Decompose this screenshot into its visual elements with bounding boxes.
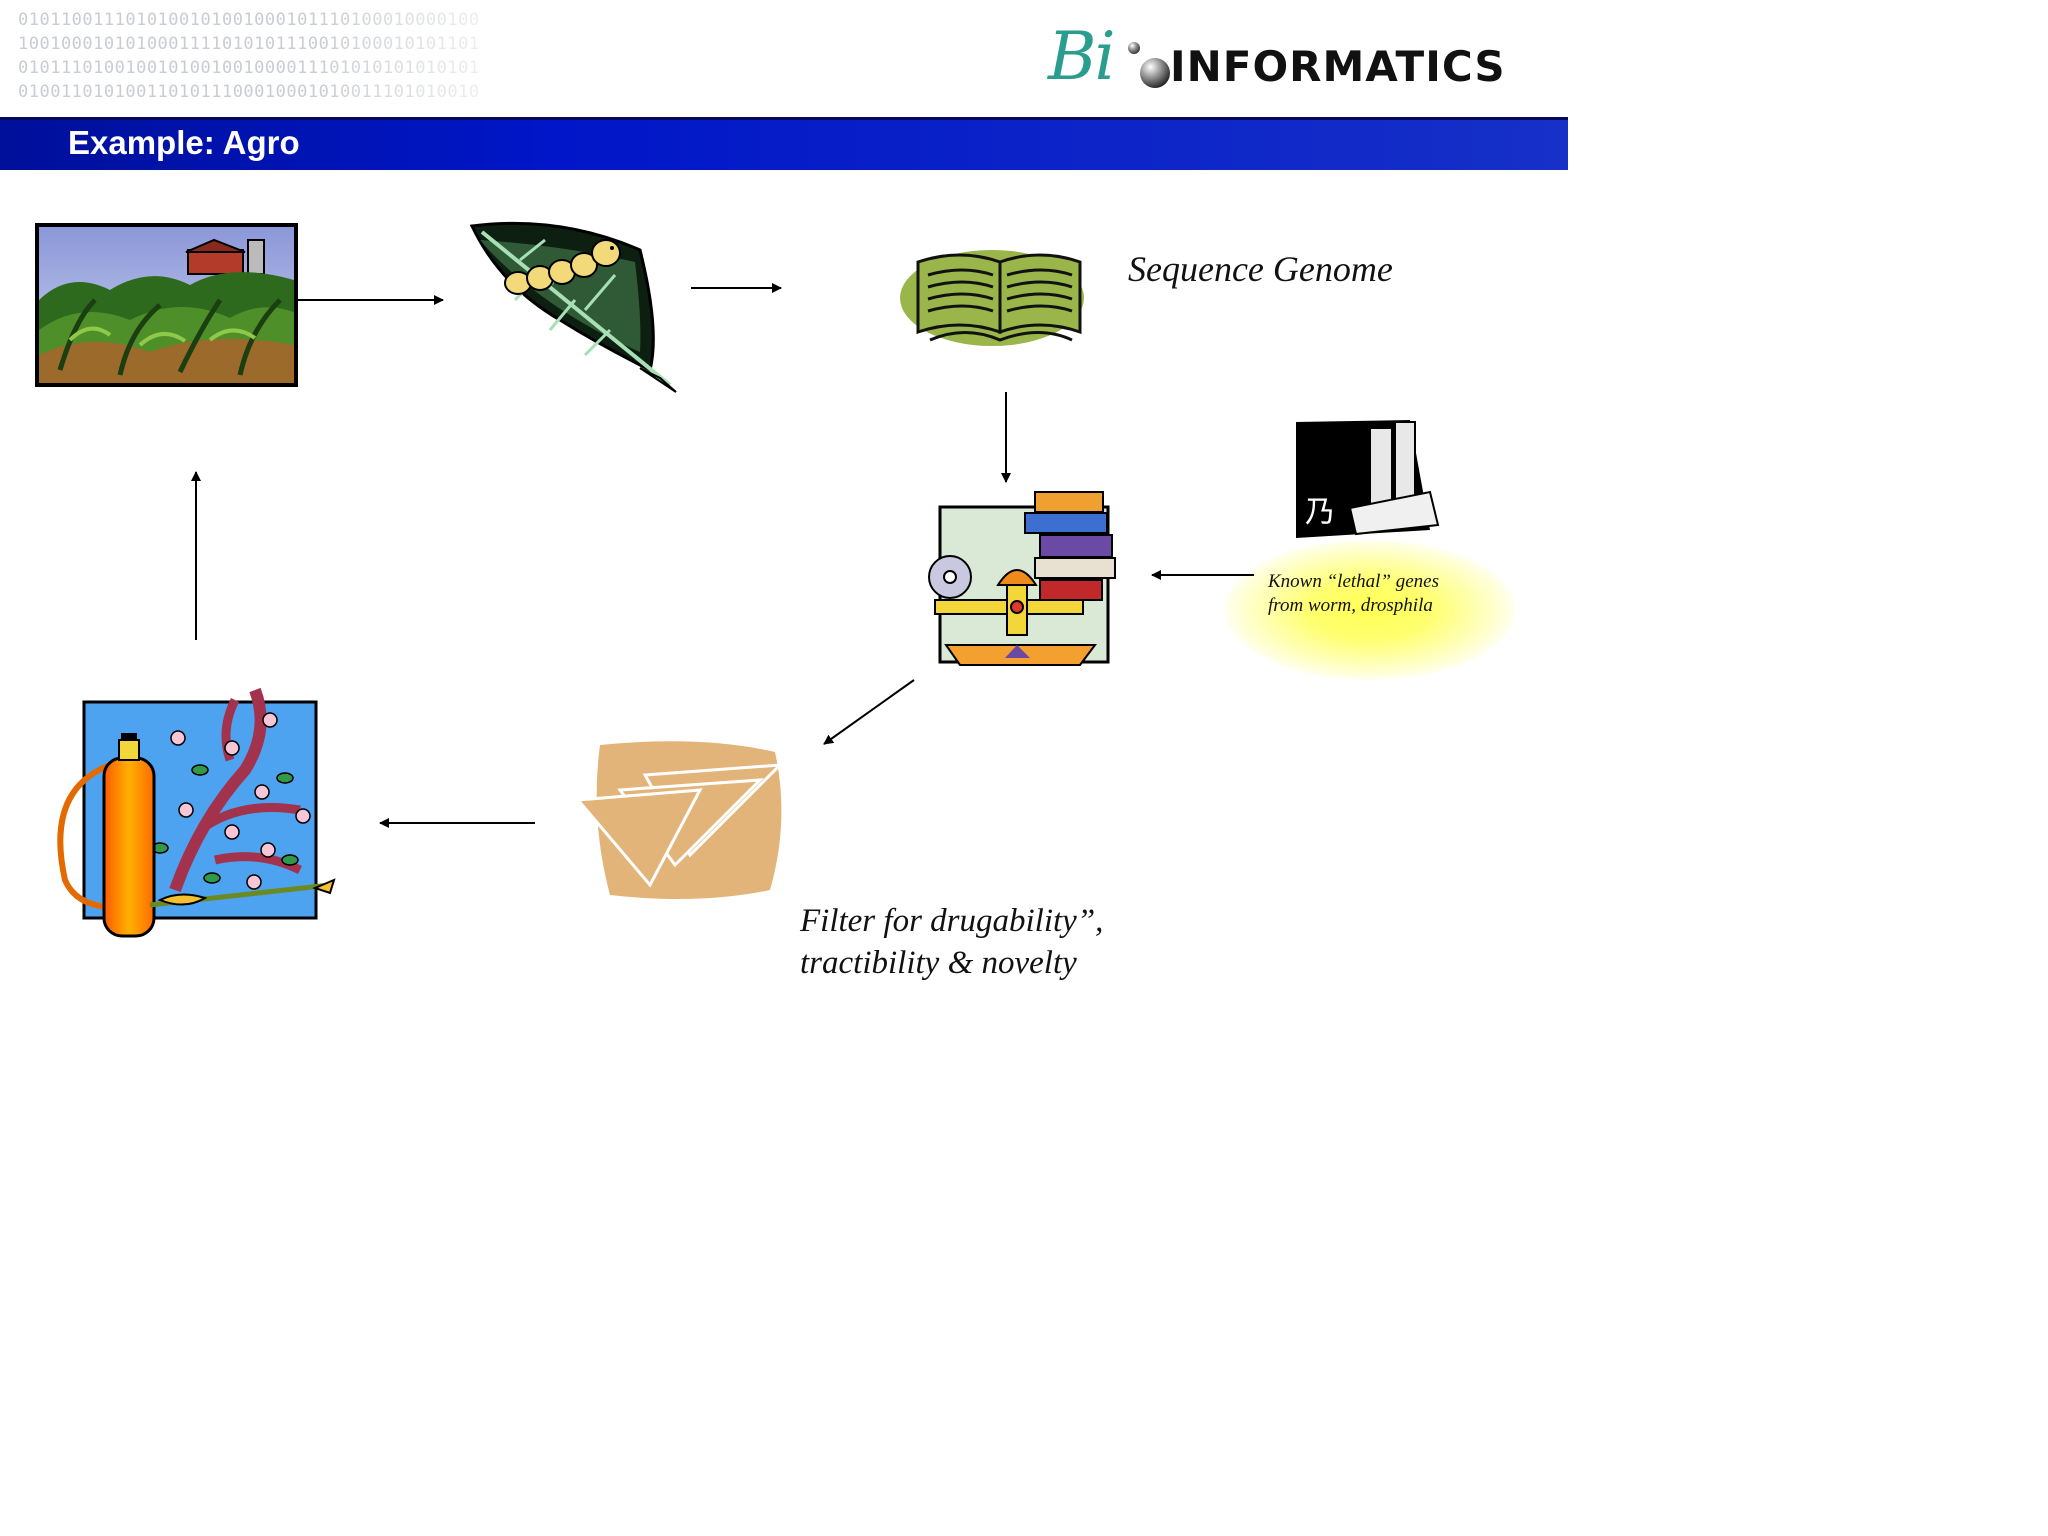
arrow-analysis-to-filter xyxy=(823,679,915,745)
bioinformatics-logo: Bi INFORMATICS xyxy=(1040,18,1550,98)
known-genes-label-line: Known “lethal” genes xyxy=(1268,571,1440,592)
logo-bi-text: Bi xyxy=(1048,18,1116,95)
sequence-genome-label: Sequence Genome xyxy=(1128,249,1393,289)
caterpillar-leaf-icon xyxy=(469,221,677,393)
binary-row: 0100110101001101011100010001010011101010… xyxy=(18,82,480,102)
spray-tank-icon xyxy=(57,687,336,938)
flow-arrows xyxy=(191,283,1254,828)
known-genes-label-line: from worm, drosphila xyxy=(1268,595,1433,616)
blossom-icon xyxy=(170,712,311,890)
book-stack-icon xyxy=(1024,491,1116,601)
reference-books-icon: 乃 xyxy=(1296,420,1440,538)
filter-label: Filter for drugability”, tractibility & … xyxy=(800,900,1200,984)
open-book-icon xyxy=(900,250,1084,346)
svg-text:乃: 乃 xyxy=(1305,495,1335,530)
filter-label-line: tractibility & novelty xyxy=(800,945,1077,981)
title-band xyxy=(0,117,1568,170)
scale-books-icon xyxy=(928,491,1116,666)
filter-label-line: Filter for drugability”, xyxy=(800,903,1104,939)
logo-word: INFORMATICS xyxy=(1170,42,1506,91)
binary-row: 0101100111010100101001000101110100010000… xyxy=(18,10,480,30)
known-genes-glow xyxy=(1225,540,1515,680)
binary-pattern: 0101100111010100101001000101110100010000… xyxy=(18,8,558,108)
binary-row: 0101110100100101001001000011101010101010… xyxy=(18,58,480,78)
crop-field-icon xyxy=(35,223,298,387)
logo-sphere xyxy=(1140,58,1170,88)
known-genes-label: Known “lethal” genes from worm, drosphil… xyxy=(1268,570,1508,618)
binary-row: 1001000101010001111010101110010100010101… xyxy=(18,34,480,54)
logo-small-sphere xyxy=(1128,42,1140,54)
slide-title: Example: Agro xyxy=(68,124,300,161)
paper-filter-icon xyxy=(574,741,784,899)
caterpillar-icon xyxy=(504,239,621,295)
agro-workflow-diagram: 乃 xyxy=(35,221,1440,938)
title-band-edge xyxy=(0,117,1568,120)
leaf-icon xyxy=(151,764,299,884)
